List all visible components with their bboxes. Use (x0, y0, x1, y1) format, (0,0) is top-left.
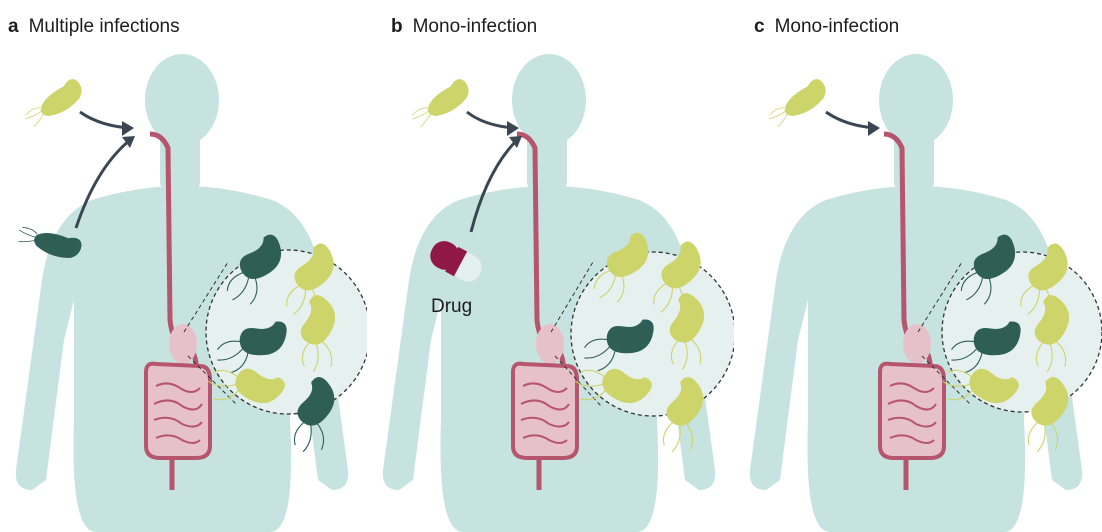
panel-a-header: a Multiple infections (8, 16, 180, 38)
panel-title: Multiple infections (29, 16, 180, 37)
panel-letter: b (391, 16, 403, 37)
panel-title: Mono-infection (413, 16, 538, 37)
incoming-yellow-bacterium (407, 77, 474, 130)
panel-letter: c (754, 16, 765, 37)
panel-c-illustration (734, 0, 1102, 532)
stomach (536, 324, 564, 364)
zoom-circle (942, 252, 1102, 412)
stomach (169, 324, 197, 364)
panel-c: c Mono-infection (734, 0, 1102, 532)
panel-a-illustration (0, 0, 367, 532)
incoming-yellow-bacterium (764, 77, 831, 130)
stomach (903, 324, 931, 364)
panel-c-header: c Mono-infection (754, 16, 899, 38)
incoming-yellow-bacterium (20, 77, 87, 130)
drug-label: Drug (431, 296, 472, 318)
panel-b-header: b Mono-infection (391, 16, 537, 38)
panel-title: Mono-infection (775, 16, 900, 37)
panel-a: a Multiple infections (0, 0, 367, 532)
panel-b: b Mono-infection Drug (367, 0, 734, 532)
panel-letter: a (8, 16, 19, 37)
panel-b-illustration (367, 0, 734, 532)
